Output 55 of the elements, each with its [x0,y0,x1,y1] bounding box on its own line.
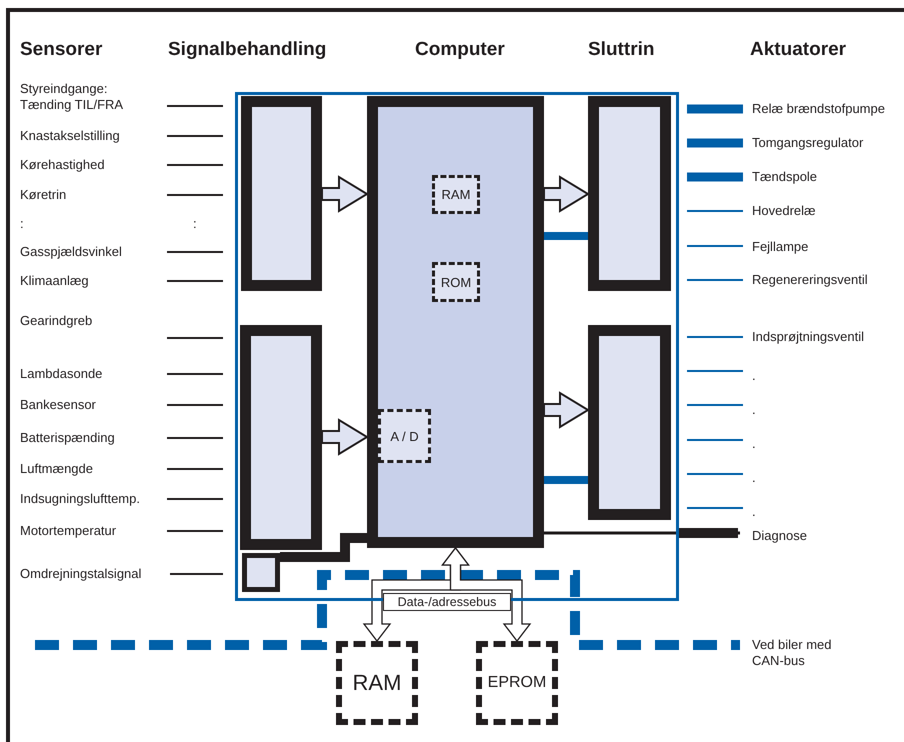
hollow-arrow [321,175,369,213]
memory-chip: RAM [336,641,418,725]
signal-label: Regenereringsventil [752,272,868,288]
signal-label: Indsugningslufttemp. [20,491,140,507]
signal-label: . [752,368,756,384]
signal-label: Tændspole [752,169,818,185]
hollow-arrow [543,175,590,213]
signal-label: Relæ brændstofpumpe [752,101,885,117]
signal-label: Gearindgreb [20,313,92,329]
computer-block [367,96,544,548]
signal-label: Hovedrelæ [752,203,816,219]
signal-label: Bankesensor [20,397,96,413]
signal-label: . [752,470,756,486]
column-heading: Sluttrin [588,42,654,58]
signal-label: Styreindgange: Tænding TIL/FRA [20,81,124,113]
output-label: Diagnose [740,525,830,545]
signal-label: : [20,216,24,232]
signal-label: Gasspjældsvinkel [20,244,122,260]
signal-label: Luftmængde [20,461,93,477]
output-stage-block [588,96,671,291]
edge-label: Data-/adressebus [383,593,511,611]
output-stage-block [588,325,671,520]
signal-label: Tomgangsregulator [752,135,864,151]
signal-label: Motortemperatur [20,523,116,539]
sensor-block [242,553,280,592]
column-heading: Computer [415,42,505,58]
memory-block: RAM [432,175,480,214]
hollow-arrow [543,391,590,429]
column-heading: Sensorer [20,42,102,58]
signal-label: Lambdasonde [20,366,102,382]
hollow-arrow [441,546,532,642]
memory-block: ROM [432,262,480,302]
signal-label: Køretrin [20,187,66,203]
column-heading: Signalbehandling [168,42,326,58]
column-heading: Aktuatorer [750,42,846,58]
connector-line [544,232,588,240]
signal-label: : [193,216,197,232]
signal-processing-block [240,325,322,550]
signal-label: Omdrejningstalsignal [20,566,142,582]
signal-label: Indsprøjtningsventil [752,329,864,345]
signal-label: Batterispænding [20,430,115,446]
signal-label: Knastakselstilling [20,128,120,144]
signal-label: . [752,402,756,418]
signal-label: Fejllampe [752,239,808,255]
connector-line [280,533,367,562]
signal-processing-block [241,96,322,291]
signal-label: . [752,436,756,452]
signal-label: Kørehastighed [20,157,105,173]
signal-label: Klimaanlæg [20,273,89,289]
signal-label: . [752,504,756,520]
memory-chip: EPROM [476,641,558,725]
hollow-arrow [321,418,369,456]
signal-label: Ved biler med CAN-bus [752,637,832,669]
converter-block: A / D [378,409,431,463]
connector-line [544,476,588,484]
